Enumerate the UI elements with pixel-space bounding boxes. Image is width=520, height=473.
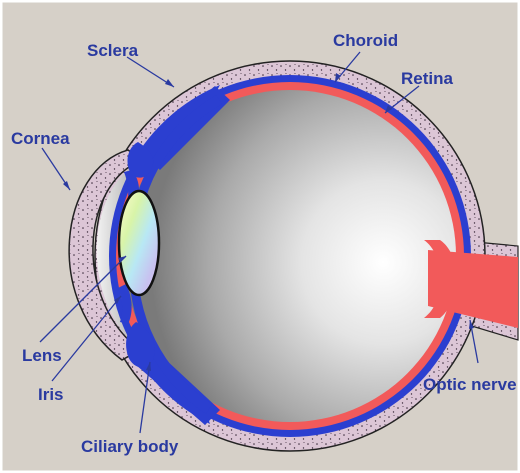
label-retina: Retina [401,70,453,87]
lens [119,191,159,295]
label-cornea: Cornea [11,130,70,147]
label-iris: Iris [38,386,64,403]
label-ciliary-body: Ciliary body [81,438,178,455]
label-optic-nerve: Optic nerve [423,376,517,393]
label-choroid: Choroid [333,32,398,49]
label-lens: Lens [22,347,62,364]
label-sclera: Sclera [87,42,138,59]
